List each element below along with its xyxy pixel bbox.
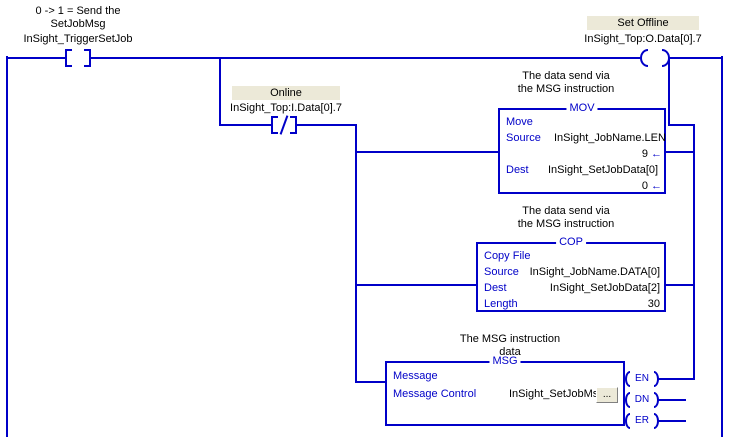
branch-wire-to-online-contact <box>219 124 271 126</box>
msg-comment-line1: The MSG instruction <box>459 333 561 345</box>
cop-dest-value[interactable]: InSight_SetJobData[2] <box>549 282 660 294</box>
mov-output-riser <box>693 124 695 153</box>
msg-instruction-name: Message <box>393 370 438 382</box>
mov-block-title: MOV <box>566 102 598 114</box>
right-power-rail <box>721 56 723 437</box>
trigger-comment-line1: 0 -> 1 = Send the <box>35 5 121 17</box>
cop-length-value[interactable]: 30 <box>647 298 660 310</box>
msg-output-coil-en: EN <box>625 371 659 387</box>
coil-arc-left <box>640 49 648 67</box>
cop-length-key: Length <box>484 298 518 310</box>
main-rung-wire-mid <box>91 57 640 59</box>
cop-output-wire <box>664 284 695 286</box>
mov-dest-value[interactable]: InSight_SetJobData[0] <box>548 164 659 176</box>
trigger-comment-line2: SetJobMsg <box>50 18 106 30</box>
main-rung-wire-left <box>6 57 65 59</box>
mov-instruction-name: Move <box>506 116 533 128</box>
cop-comment-line1: The data send via <box>522 205 610 217</box>
cop-row-name: Copy File <box>478 248 664 264</box>
mov-source-key: Source <box>506 132 541 144</box>
msg-control-key: Message Control <box>393 388 477 400</box>
mov-output-wire <box>664 151 695 153</box>
inner-branch-right-bus <box>693 124 695 379</box>
mov-dest-key: Dest <box>506 164 529 176</box>
mov-source-value[interactable]: InSight_JobName.LEN <box>554 132 666 144</box>
msg-en-label: EN <box>635 373 649 384</box>
inner-branch-left-bus <box>355 124 357 382</box>
mov-instruction-block[interactable]: MOV Move Source InSight_JobName.LEN 9 ← … <box>498 102 666 194</box>
contact-negation-slash <box>279 115 289 135</box>
contact-bracket-left <box>271 116 278 134</box>
msg-en-output-wire <box>658 378 695 380</box>
msg-block-title: MSG <box>489 355 521 367</box>
left-arrow-icon: ← <box>651 148 662 160</box>
set-offline-coil-tag: InSight_Top:O.Data[0].7 <box>584 33 702 45</box>
contact-insight-triggersetjob[interactable] <box>65 49 91 67</box>
branch-return-vertical <box>668 57 670 125</box>
cop-row-source[interactable]: Source InSight_JobName.DATA[0] <box>478 264 664 280</box>
branch-vertical-entry <box>219 57 221 125</box>
coil-insight-top-o-data0-7[interactable] <box>640 49 670 67</box>
cop-block-title: COP <box>556 236 586 248</box>
contact-bracket-right <box>290 116 297 134</box>
cop-instruction-name: Copy File <box>484 250 531 262</box>
mov-row-dest-operand: 0 ← <box>500 178 664 194</box>
mov-row-name: Move <box>500 114 664 130</box>
msg-row-name: Message <box>387 368 623 384</box>
set-offline-coil-label: Set Offline <box>587 16 699 30</box>
trigger-contact-tag: InSight_TriggerSetJob <box>23 33 133 45</box>
coil-arc-left <box>625 413 630 429</box>
msg-er-output-wire <box>658 420 686 422</box>
mov-source-operand: 9 <box>641 148 648 160</box>
msg-er-label: ER <box>635 415 649 426</box>
cop-instruction-block[interactable]: COP Copy File Source InSight_JobName.DAT… <box>476 236 666 312</box>
branch-wire-after-online-contact <box>297 124 357 126</box>
msg-dn-output-wire <box>658 399 686 401</box>
mov-row-source[interactable]: Source InSight_JobName.LEN <box>500 130 666 146</box>
cop-input-wire <box>355 284 478 286</box>
mov-comment-line2: the MSG instruction <box>517 83 615 95</box>
main-rung-wire-right <box>670 57 723 59</box>
left-power-rail <box>6 56 8 437</box>
coil-arc-left <box>625 371 630 387</box>
coil-arc-left <box>625 392 630 408</box>
contact-bracket-left <box>65 49 72 67</box>
msg-output-coil-dn: DN <box>625 392 659 408</box>
contact-bracket-right <box>84 49 91 67</box>
mov-row-dest[interactable]: Dest InSight_SetJobData[0] <box>500 162 664 178</box>
cop-source-key: Source <box>484 266 519 278</box>
branch-return-top-wire <box>668 124 695 126</box>
msg-instruction-block[interactable]: MSG Message Message Control InSight_SetJ… <box>385 355 625 426</box>
cop-source-value[interactable]: InSight_JobName.DATA[0] <box>529 266 660 278</box>
msg-control-value[interactable]: InSight_SetJobMsg <box>509 388 605 400</box>
mov-comment-line1: The data send via <box>522 70 610 82</box>
msg-output-coil-er: ER <box>625 413 659 429</box>
msg-dn-label: DN <box>634 394 650 405</box>
online-contact-label: Online <box>232 86 340 100</box>
msg-browse-button[interactable]: ... <box>596 387 618 403</box>
left-arrow-icon: ← <box>651 180 662 192</box>
cop-comment-line2: the MSG instruction <box>517 218 615 230</box>
mov-input-wire <box>355 151 500 153</box>
msg-row-control[interactable]: Message Control InSight_SetJobMsg <box>387 386 623 402</box>
online-contact-tag: InSight_Top:I.Data[0].7 <box>230 102 342 114</box>
mov-dest-operand: 0 <box>641 180 648 192</box>
mov-row-source-operand: 9 ← <box>500 146 664 162</box>
contact-insight-top-i-data0-7[interactable] <box>271 115 297 135</box>
cop-row-length[interactable]: Length 30 <box>478 296 664 312</box>
msg-input-wire <box>355 381 387 383</box>
cop-row-dest[interactable]: Dest InSight_SetJobData[2] <box>478 280 664 296</box>
cop-dest-key: Dest <box>484 282 507 294</box>
